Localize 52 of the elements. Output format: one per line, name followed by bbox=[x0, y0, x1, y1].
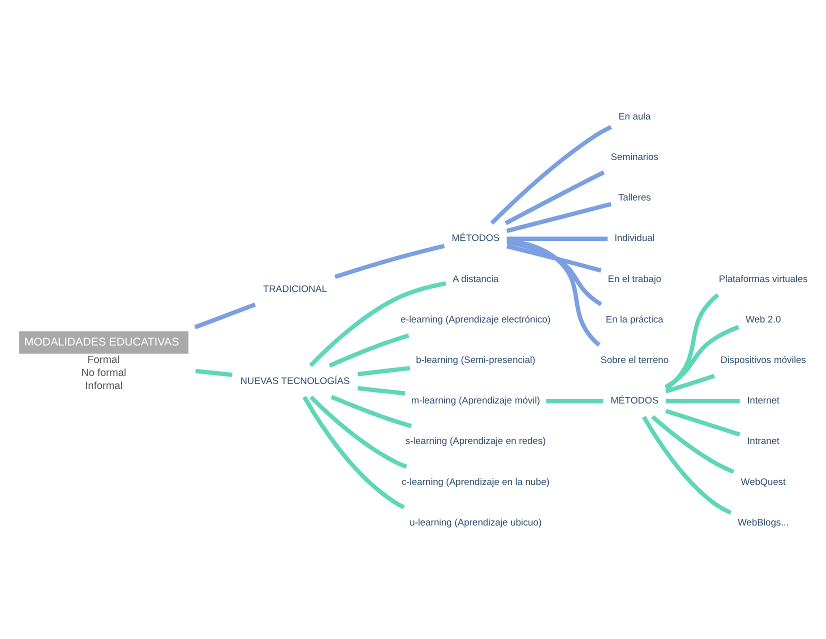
node-text: Individual bbox=[614, 232, 655, 244]
node-text: s-learning (Aprendizaje en redes) bbox=[405, 436, 546, 447]
connector bbox=[504, 170, 605, 225]
node-label: No formal bbox=[81, 367, 126, 378]
node-text: NUEVAS TECNOLOGÍAS bbox=[240, 375, 350, 386]
connector bbox=[506, 236, 608, 240]
node-text: Talleres bbox=[618, 192, 651, 204]
connector bbox=[334, 243, 445, 278]
node-text: WebBlogs... bbox=[738, 516, 789, 528]
node-text: TRADICIONAL bbox=[263, 284, 328, 295]
connector bbox=[357, 365, 410, 376]
node-text: b-learning (Semi-presencial) bbox=[416, 354, 536, 366]
node-text: MÉTODOS bbox=[452, 232, 500, 244]
node-text: En la práctica bbox=[606, 314, 664, 325]
node-text: c-learning (Aprendizaje en la nube) bbox=[402, 476, 550, 488]
connector bbox=[194, 302, 256, 329]
node-text: u-learning (Aprendizaje ubicuo) bbox=[410, 516, 542, 528]
connector bbox=[665, 408, 740, 436]
node-text: e-learning (Aprendizaje electrónico) bbox=[400, 314, 551, 325]
connector bbox=[546, 398, 604, 403]
connector bbox=[195, 368, 233, 376]
connector bbox=[506, 244, 602, 272]
connector bbox=[664, 292, 720, 390]
connector bbox=[666, 398, 740, 403]
node-label: Formal bbox=[87, 354, 120, 366]
connector bbox=[358, 386, 406, 396]
node-text: En el trabajo bbox=[608, 273, 662, 284]
connector bbox=[328, 333, 410, 368]
connector bbox=[309, 394, 408, 468]
connector bbox=[664, 324, 740, 388]
node-text: Sobre el terreno bbox=[600, 354, 669, 366]
node-text: Seminarios bbox=[610, 152, 658, 163]
node-text: Internet bbox=[747, 395, 780, 406]
node-text: WebQuest bbox=[740, 476, 786, 488]
connector bbox=[651, 414, 735, 474]
node-box: MODALIDADES EDUCATIVAS bbox=[19, 330, 188, 354]
node-text: Intranet bbox=[747, 436, 780, 447]
connector bbox=[490, 124, 612, 224]
connector bbox=[302, 395, 405, 509]
connector bbox=[308, 280, 446, 367]
node-text: A distancia bbox=[452, 273, 499, 284]
connector bbox=[665, 373, 716, 394]
node-text: Dispositivos móviles bbox=[720, 354, 806, 366]
node-text: m-learning (Aprendizaje móvil) bbox=[411, 395, 540, 406]
node-text: Plataformas virtuales bbox=[718, 273, 808, 284]
connector bbox=[642, 415, 732, 514]
node-text: Web 2.0 bbox=[746, 314, 781, 325]
node-label: Informal bbox=[85, 380, 123, 392]
node-text: En aula bbox=[618, 110, 651, 122]
connector bbox=[506, 201, 612, 233]
connector bbox=[330, 394, 412, 428]
node-text: MÉTODOS bbox=[610, 395, 658, 406]
